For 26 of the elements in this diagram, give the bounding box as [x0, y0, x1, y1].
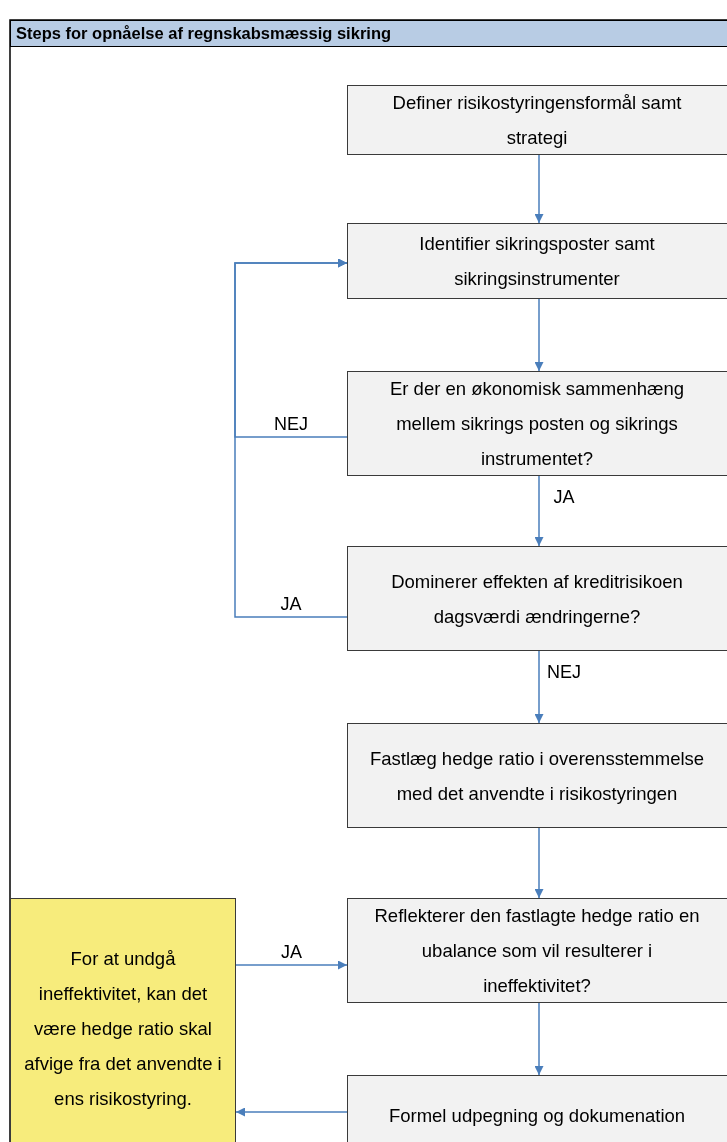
process-box: [347, 723, 727, 828]
arrow: [534, 1002, 544, 1076]
decision-box: [347, 898, 727, 1003]
decision-box: [347, 371, 727, 476]
decision-box: [347, 546, 727, 651]
step-text: Definer risikostyringensformål samt strategi: [391, 91, 683, 150]
arrow: [534, 298, 544, 372]
step-text: Er der en økonomisk sammenhæng mellem sikrings posten og sikrings instrumentet?: [388, 377, 686, 471]
arrow: [534, 650, 544, 724]
arrow: [235, 1107, 348, 1117]
step-text: Reflekterer den fastlagte hedge ratio en ubalance som vil resulterer i ineffektivitet?: [373, 904, 701, 998]
step-text: Dominerer effekten af kreditrisikoen dagsværdi ændringerne?: [390, 569, 684, 629]
step-text: Identifier sikringsposter samt sikringsinstrumenter: [418, 232, 656, 291]
step-text: Formel udpegning og dokumenation: [387, 1103, 687, 1128]
arrow: [534, 475, 544, 547]
arrow: [234, 258, 348, 618]
step-text: Fastlæg hedge ratio i overensstemmelse med det anvendte i risikostyringen: [368, 746, 706, 806]
note-box: [10, 898, 236, 1142]
diagram-title: Steps for opnåelse af regnskabsmæssig sikring: [16, 24, 392, 43]
arrow: [534, 154, 544, 224]
process-box: [347, 85, 727, 155]
note-text: For at undgå ineffektivitet, kan det være hedge ratio skal afvige fra det anvendte i ens risikostyring.: [23, 946, 223, 1111]
arrow: [235, 960, 348, 970]
process-box: [347, 1075, 727, 1142]
process-box: [347, 223, 727, 299]
arrow: [534, 827, 544, 899]
